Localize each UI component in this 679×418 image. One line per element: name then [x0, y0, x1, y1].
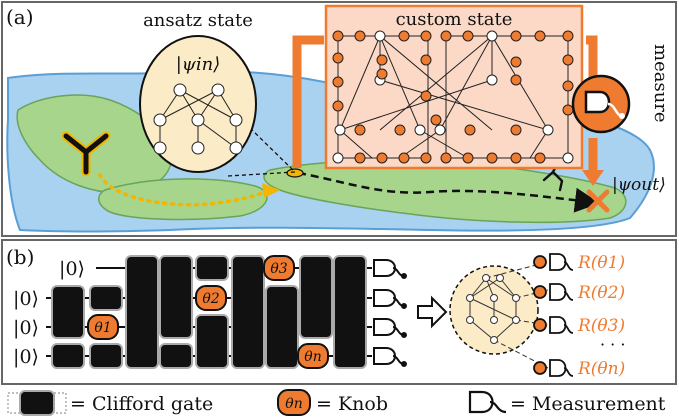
walk-path: [297, 171, 600, 213]
start-marker: [286, 168, 304, 178]
qubit-label: |0⟩: [13, 346, 39, 368]
custom-state-nodes: [332, 30, 574, 164]
knob: [195, 285, 227, 311]
result-ellipsis: · · ·: [600, 335, 625, 354]
x-mark-icon: [586, 189, 610, 213]
result-label: R(θ3): [577, 316, 625, 336]
clifford-gates: [51, 255, 367, 369]
out-ket: |ψout⟩: [612, 175, 666, 195]
knobs: [87, 255, 329, 369]
clifford-gate: [333, 255, 367, 369]
result-output: [533, 359, 574, 377]
airplane-icon: [61, 131, 111, 177]
knob-label: θ2: [202, 291, 219, 307]
qubit-label: |0⟩: [59, 258, 85, 280]
clifford-gate: [195, 314, 229, 369]
knob: [87, 314, 119, 340]
clifford-gate: [125, 255, 159, 369]
result-output: [533, 253, 574, 271]
knob: [297, 343, 329, 369]
knob: [263, 255, 295, 281]
result-label: R(θn): [577, 359, 625, 379]
pipe-left: [292, 35, 324, 168]
clifford-gate: [51, 343, 85, 369]
flight-path: [98, 173, 270, 207]
result-outputs: [533, 253, 574, 377]
ansatz-pointer: [227, 127, 296, 177]
legend-knob-label: = Knob: [316, 393, 388, 415]
clifford-gate: [195, 255, 229, 281]
measurement-meter-icon: [571, 74, 631, 134]
result-output: [533, 283, 574, 301]
legend-clifford-label: = Clifford gate: [70, 393, 213, 415]
qubit-label: |0⟩: [13, 317, 39, 339]
pipe-right: [586, 35, 598, 84]
flight-arrow-icon: [262, 183, 280, 198]
result-label: R(θ2): [577, 283, 625, 303]
arrow-right-icon: [417, 295, 448, 329]
ansatz-title: ansatz state: [143, 10, 253, 31]
ansatz-ket: |ψin⟩: [176, 54, 221, 75]
clifford-gate: [299, 255, 333, 339]
result-output: [533, 316, 574, 334]
clifford-gate: [231, 255, 265, 369]
legend-knob-icon: [277, 389, 311, 416]
clifford-gate: [159, 343, 193, 369]
qubit-label: |0⟩: [13, 288, 39, 310]
legend-measurement-label: = Measurement: [510, 393, 666, 415]
measurement-icon: [373, 259, 407, 279]
ansatz-graph: [153, 83, 243, 155]
knob-label: θn: [304, 349, 321, 365]
knob-label: θ3: [270, 261, 287, 277]
island-small: [98, 178, 268, 221]
knob-label: θ1: [94, 320, 111, 336]
measurement-icon: [373, 347, 407, 367]
clifford-gate: [265, 285, 299, 369]
custom-state-box: [324, 4, 584, 170]
clifford-gate: [51, 285, 85, 339]
legend-measurement-icon: [468, 390, 507, 414]
legend-clifford-icon: [7, 390, 67, 416]
clifford-gate: [89, 343, 123, 369]
wire-measurements: [373, 259, 407, 367]
legend-knob-symbol: θn: [285, 396, 302, 412]
pipe-arrow-icon: [582, 170, 604, 186]
result-label: R(θ1): [577, 253, 625, 273]
panel-b-label: (b): [6, 245, 34, 269]
measure-label: measure: [650, 44, 671, 123]
custom-title: custom state: [396, 9, 513, 30]
clifford-gate: [89, 285, 123, 311]
panel-a-label: (a): [6, 5, 34, 29]
measurement-icon: [373, 289, 407, 309]
measurement-icon: [373, 318, 407, 338]
result-network-graph: [466, 261, 549, 369]
ansatz-bubble: [139, 35, 257, 173]
clifford-gate: [159, 255, 193, 339]
